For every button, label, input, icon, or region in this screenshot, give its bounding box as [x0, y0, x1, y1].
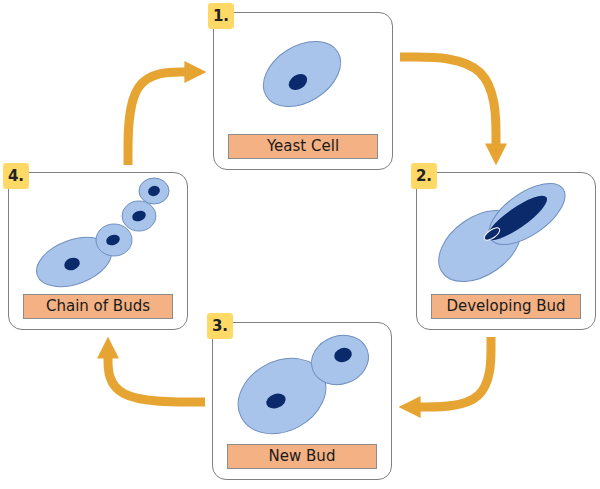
- step-label: Developing Bud: [431, 294, 581, 319]
- step-number: 1.: [208, 3, 234, 29]
- yeast-cell: [252, 28, 353, 120]
- developing-bud: [426, 172, 575, 297]
- step-label: Yeast Cell: [228, 134, 378, 159]
- panel-box: 3.New Bud: [212, 322, 392, 480]
- step-number: 3.: [207, 313, 233, 339]
- cycle-arrow: [128, 72, 191, 165]
- step-number: 2.: [411, 163, 437, 189]
- cycle-arrow: [414, 337, 491, 407]
- bud-chain: [30, 178, 169, 296]
- panel-box: 4.Chain of Buds: [8, 172, 188, 330]
- cycle-arrow: [108, 352, 205, 402]
- step-label: New Bud: [227, 444, 377, 469]
- new-bud: [225, 328, 376, 449]
- panel-box: 2.Developing Bud: [416, 172, 596, 330]
- step-label: Chain of Buds: [23, 294, 173, 319]
- cycle-arrow: [400, 57, 496, 150]
- panel-box: 1.Yeast Cell: [213, 12, 393, 170]
- step-number: 4.: [3, 163, 29, 189]
